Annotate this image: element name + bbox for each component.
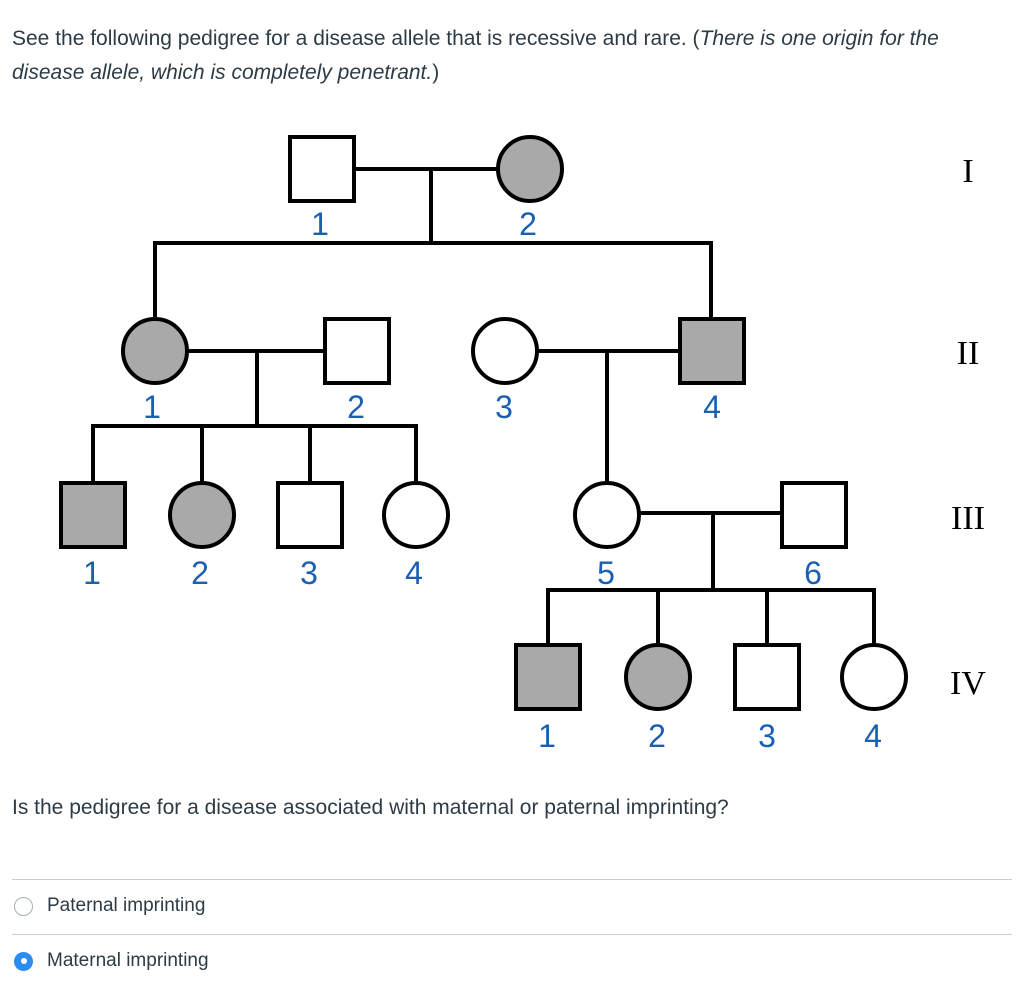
individual-IV-2-female-affected: [624, 643, 692, 711]
generation-label-I: I: [962, 153, 973, 190]
individual-label-II-2: 2: [347, 389, 365, 425]
pedigree-id-labels: 1 2 1 2 3 4 1 2 3 4 5 6 1 2 3 4: [83, 206, 882, 754]
individual-III-4-female-unaffected: [382, 481, 450, 549]
question-intro: See the following pedigree for a disease…: [12, 22, 1012, 90]
generation-label-II: II: [957, 335, 980, 372]
individual-III-2-female-affected: [168, 481, 236, 549]
individual-label-III-2: 2: [191, 555, 209, 591]
individual-II-1-female-affected: [121, 317, 189, 385]
individual-label-II-4: 4: [703, 389, 721, 425]
individual-III-3-male-unaffected: [276, 481, 344, 549]
individual-II-4-male-affected: [678, 317, 746, 385]
pedigree-symbols: [59, 135, 908, 711]
individual-label-III-3: 3: [300, 555, 318, 591]
individual-label-II-3: 3: [495, 389, 513, 425]
intro-close-paren: ): [432, 61, 440, 84]
individual-label-III-6: 6: [804, 555, 822, 591]
individual-label-II-1: 1: [143, 389, 161, 425]
individual-II-2-male-unaffected: [323, 317, 391, 385]
individual-III-6-male-unaffected: [780, 481, 848, 549]
individual-label-IV-4: 4: [864, 718, 882, 754]
question-text: Is the pedigree for a disease associated…: [12, 796, 729, 819]
answer-divider-middle: [12, 934, 1012, 935]
individual-label-III-4: 4: [405, 555, 423, 591]
individual-IV-1-male-affected: [514, 643, 582, 711]
answer-divider-top: [12, 879, 1012, 880]
intro-text: See the following pedigree for a disease…: [12, 27, 700, 50]
individual-III-5-female-unaffected: [573, 481, 641, 549]
radio-button-maternal[interactable]: [14, 951, 33, 971]
generation-label-IV: IV: [950, 665, 986, 702]
individual-I-2-female-affected: [496, 135, 564, 203]
individual-label-IV-2: 2: [648, 718, 666, 754]
answer-option-paternal[interactable]: Paternal imprinting: [14, 895, 205, 917]
generation-label-III: III: [951, 500, 985, 537]
individual-label-I-2: 2: [519, 206, 537, 242]
individual-III-1-male-affected: [59, 481, 127, 549]
individual-label-III-5: 5: [597, 555, 615, 591]
radio-button-paternal[interactable]: [14, 896, 33, 916]
answer-label-maternal: Maternal imprinting: [47, 950, 209, 971]
individual-IV-3-male-unaffected: [733, 643, 801, 711]
answer-option-maternal[interactable]: Maternal imprinting: [14, 950, 209, 972]
intro-italic-text: There is one origin for the disease alle…: [12, 27, 939, 84]
individual-label-IV-1: 1: [538, 718, 556, 754]
individual-label-IV-3: 3: [758, 718, 776, 754]
individual-label-III-1: 1: [83, 555, 101, 591]
individual-II-3-female-unaffected: [471, 317, 539, 385]
pedigree-lines: [91, 167, 876, 647]
individual-label-I-1: 1: [311, 206, 329, 242]
answer-label-paternal: Paternal imprinting: [47, 895, 206, 916]
individual-IV-4-female-unaffected: [840, 643, 908, 711]
individual-I-1-male-unaffected: [288, 135, 356, 203]
